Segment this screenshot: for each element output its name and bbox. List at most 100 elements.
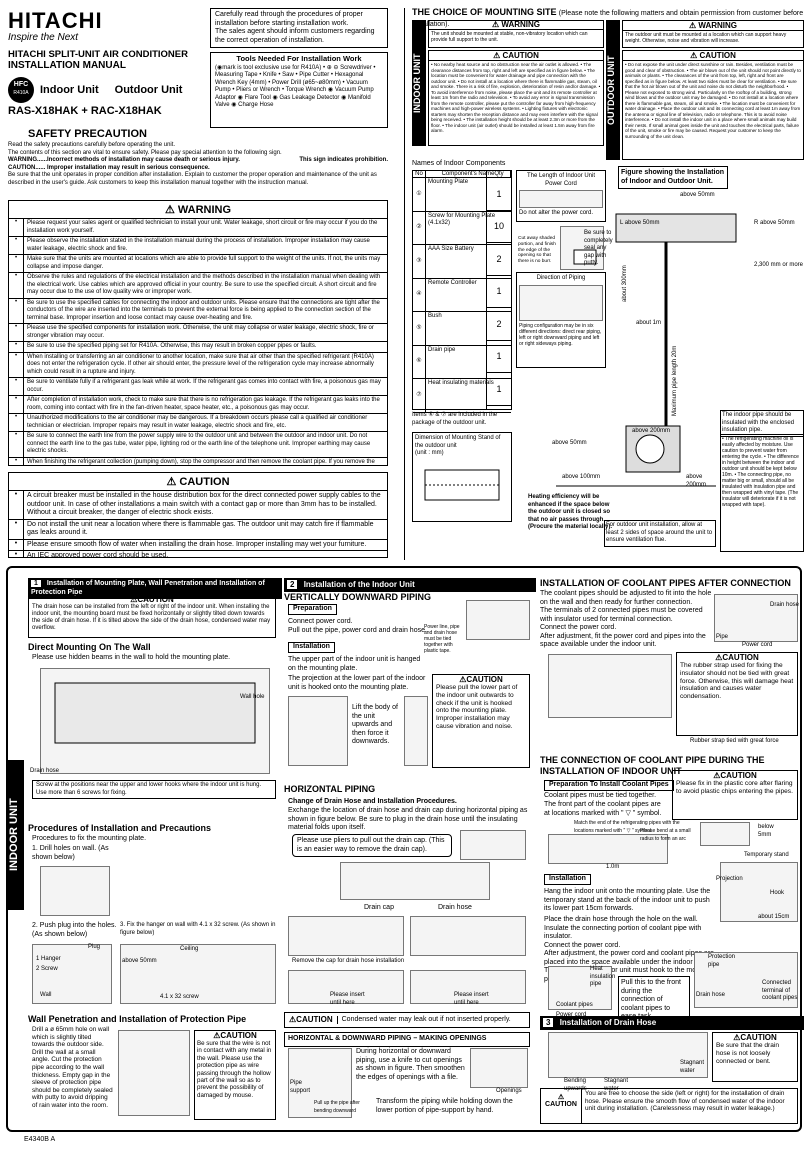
stand-unit: (unit : mm) xyxy=(415,450,444,456)
manual-title: HITACHI SPLIT-UNIT AIR CONDITIONER xyxy=(8,49,188,60)
s1-header: 1 Installation of Mounting Plate, Wall P… xyxy=(28,578,282,599)
bullet-icon: • xyxy=(9,219,24,236)
s5-bottom-caution: ⚠CAUTION You are free to choose the side… xyxy=(540,1088,798,1124)
s4-caution: ⚠CAUTION Please fix in the plastic core … xyxy=(672,770,798,820)
s4-i2: Insulate the connecting portion of coola… xyxy=(544,924,702,941)
bullet-icon: • xyxy=(9,432,24,457)
fig-above100: above 100mm xyxy=(562,474,601,480)
s1-title: Installation of Mounting Plate, Wall Pen… xyxy=(31,580,265,596)
direct-mount-title: Direct Mounting On The Wall xyxy=(28,642,151,652)
hose-figure xyxy=(410,916,526,956)
insert-unit-note: Please insert until here xyxy=(330,992,365,1006)
piping-title: Direction of Piping xyxy=(536,275,586,281)
screw-label: 2 Screw xyxy=(36,966,58,972)
penet-text: Drill a ø 65mm hole on wall which is sli… xyxy=(32,1026,113,1109)
stand-box: Dimension of Mounting Stand of the outdo… xyxy=(412,432,512,522)
vd-title: VERTICALLY DOWNWARD PIPING xyxy=(284,592,432,602)
caution-item: •An IEC approved power cord should be us… xyxy=(9,551,387,557)
s5-figure xyxy=(548,1032,708,1078)
direct-mount-text: Please use hidden beams in the wall to h… xyxy=(32,654,231,661)
s3-rubber: Rubber strap tied with great force xyxy=(690,738,779,744)
penet-title: Wall Penetration and Installation of Pro… xyxy=(28,1014,247,1024)
component-no: ④ xyxy=(413,278,426,311)
outdoor-warning-title: WARNING xyxy=(698,21,738,30)
fig-above50b: above 50mm xyxy=(552,440,587,446)
hz-sub: Change of Drain Hose and Installation Pr… xyxy=(288,798,457,805)
component-no: ⑦ xyxy=(413,379,426,412)
s3-drain-label: Drain hose xyxy=(770,602,800,608)
cap-figure xyxy=(288,916,404,956)
warning-icon: ⚠ xyxy=(164,204,175,216)
inst-label: Installation xyxy=(288,642,335,653)
top-divider xyxy=(404,8,405,560)
indoor-caution-text: • No nearby heat source and no obstructi… xyxy=(431,62,601,133)
tools-list: (◉mark is tool exclusive use for R410A) … xyxy=(215,64,376,109)
fig-ventilation: For outdoor unit installation, allow at … xyxy=(604,520,716,547)
component-name: Drain pipe xyxy=(428,346,456,353)
caution-icon: ⚠ xyxy=(690,51,698,60)
warning-item: •Please request your sales agent or qual… xyxy=(9,219,387,237)
insert-figure-1 xyxy=(288,970,404,1004)
installation-figure xyxy=(556,213,737,487)
brand-block: HITACHI Inspire the Next HITACHI SPLIT-U… xyxy=(8,8,204,120)
safety-section: SAFETY PRECAUTION Read the safety precau… xyxy=(8,128,388,187)
piping-note: Piping configuration may be in six diffe… xyxy=(519,322,602,347)
outdoor-warning-text: The outdoor unit must be mounted at a lo… xyxy=(625,32,787,44)
unit-figure xyxy=(340,862,490,900)
caution-icon: ⚠ xyxy=(715,653,723,662)
s4-coolant: Coolant pipes xyxy=(556,1002,593,1008)
prep1: Connect power cord. xyxy=(288,618,353,625)
screw-size-label: 4.1 x 32 screw xyxy=(160,994,199,1000)
warning-item: •Observe the rules and regulations of th… xyxy=(9,273,387,299)
cord-note: Do not alter the power cord. xyxy=(519,210,594,216)
mounting-note: (Please note the following matters and o… xyxy=(412,10,804,28)
figure-title: Figure showing the Installation of Indoo… xyxy=(618,166,728,189)
s4-hook: Hook xyxy=(770,890,785,896)
intro-box: Carefully read through the procedures of… xyxy=(210,8,388,48)
bottom-frame xyxy=(6,566,802,1132)
component-name: Remote Controller xyxy=(428,279,477,286)
caution-item: •Do not install the unit near a location… xyxy=(9,519,387,540)
warning-item-text: Be sure to use the specified cables for … xyxy=(27,299,380,321)
fig-machine-list: • The refrigerating machine oil is easil… xyxy=(720,434,804,552)
warning-item: •When finishing the refrigerant collecti… xyxy=(9,457,387,465)
safety-p2: The contents of this section are vital t… xyxy=(8,149,282,156)
s3-b2: The terminals of 2 connected pipes must … xyxy=(540,607,703,623)
plug-label: Plug xyxy=(88,944,101,950)
s4-about15: about 15cm xyxy=(758,914,790,920)
mounting-header: THE CHOICE OF MOUNTING SITE (Please note… xyxy=(412,7,804,29)
prep-label: Preparation xyxy=(288,604,337,615)
warning-title: WARNING xyxy=(177,204,232,216)
s3-title: INSTALLATION OF COOLANT PIPES AFTER CONN… xyxy=(540,578,791,588)
s5-caution: ⚠CAUTION Be sure that the drain hose is … xyxy=(712,1032,798,1082)
caution-title: CAUTION xyxy=(179,476,230,488)
piping-figure xyxy=(519,284,603,321)
insert-here-note: Please insert until here xyxy=(454,992,489,1006)
penet-caution: ⚠CAUTION Be sure that the wire is not in… xyxy=(194,1030,276,1120)
caution-box: ⚠ CAUTION •A circuit breaker must be ins… xyxy=(8,472,388,558)
openings-label: Openings xyxy=(496,1088,522,1094)
s4-protect: Protection pipe xyxy=(708,954,736,968)
inst1: The upper part of the indoor unit is han… xyxy=(288,656,421,672)
s4-power-cord: Power cord xyxy=(556,1012,587,1018)
s4-bend: Please bend at a small radius to form an… xyxy=(640,828,691,842)
component-no: ① xyxy=(413,178,426,211)
fig-h1m: about 1m xyxy=(636,320,662,326)
fig-above50: above 50mm xyxy=(680,192,715,198)
caution-icon: ⚠ xyxy=(733,1033,741,1042)
warning-item: •Please use the specified components for… xyxy=(9,324,387,342)
s1-caution-text: The drain hose can be installed from the… xyxy=(32,604,271,631)
warning-item-text: Observe the rules and regulations of the… xyxy=(27,274,381,295)
fig-h2300: 2,300 mm or more xyxy=(754,262,804,268)
caution-icon: ⚠ xyxy=(459,675,467,684)
bullet-icon: • xyxy=(9,551,24,557)
footer-code: E4340B A xyxy=(24,1136,56,1143)
warning-item-text: After completion of installation work, c… xyxy=(27,397,380,411)
warning-list: •Please request your sales agent or qual… xyxy=(9,219,387,465)
warning-item-text: Please observe the installation stated i… xyxy=(27,238,370,252)
fig-l50: L above 50mm xyxy=(620,220,660,226)
prep-figure xyxy=(466,600,530,640)
indoor-tab: INDOOR UNIT xyxy=(412,20,426,146)
